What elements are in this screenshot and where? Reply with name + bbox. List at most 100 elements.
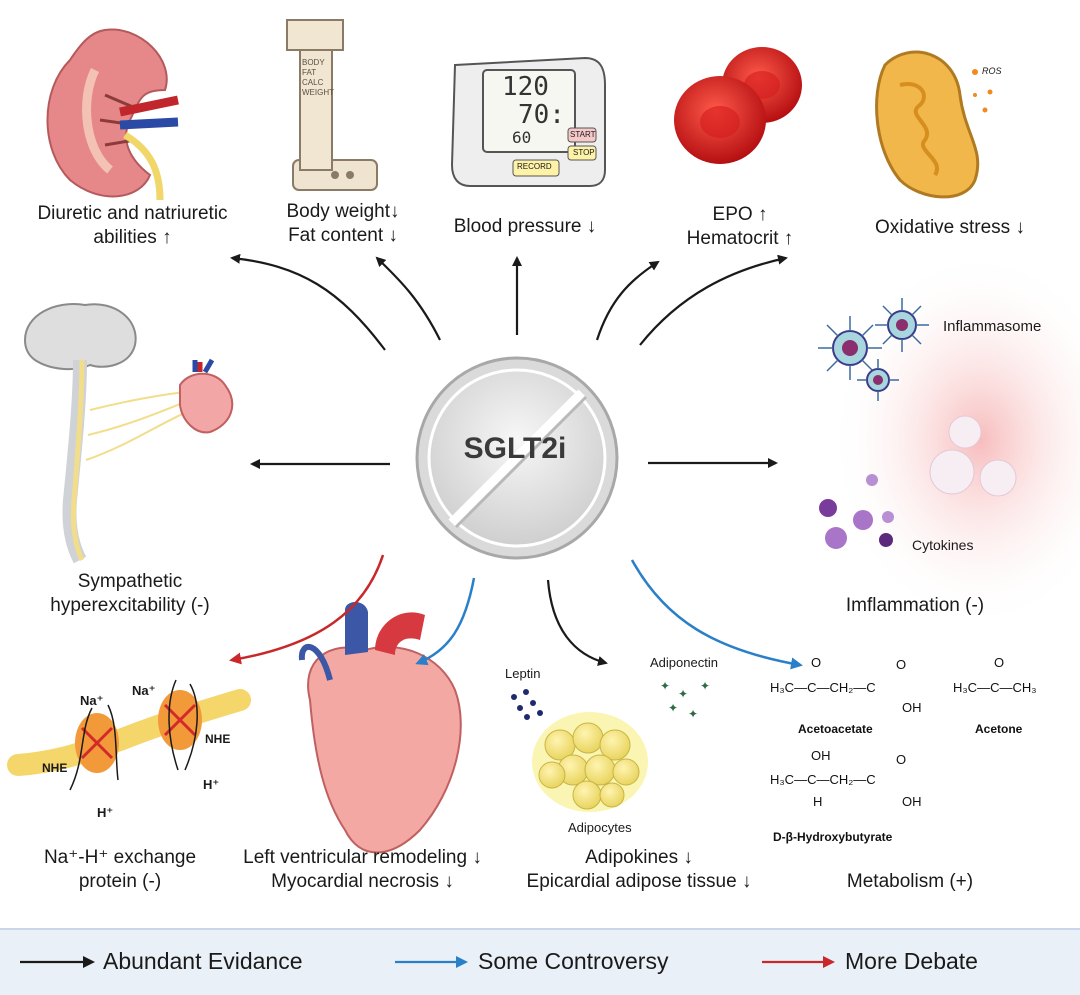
h-label-2: H⁺: [203, 777, 220, 792]
nhe-label-1: NHE: [42, 761, 68, 775]
adipocytes-label: Adipocytes: [568, 820, 632, 835]
scale-text: BODY FAT CALC WEIGHT: [302, 58, 334, 97]
bp-display-pulse: 60: [512, 128, 532, 147]
svg-text:✦: ✦: [660, 679, 670, 693]
cytokines-label: Cytokines: [912, 537, 974, 553]
hydroxybutyrate-name: D-β-Hydroxybutyrate: [773, 830, 893, 844]
leptin-label: Leptin: [505, 666, 541, 681]
label-nhe-line2: protein (-): [78, 871, 162, 892]
nhe-membrane-icon: [7, 689, 251, 776]
label-adipokines-line1: Adipokines ↓: [585, 847, 693, 868]
label-body-weight-line1: Body weight↓: [286, 201, 400, 222]
arrows: [229, 253, 803, 670]
bp-display-bottom: 70:: [518, 100, 565, 130]
ros-label: ROS: [982, 66, 1002, 76]
label-diuretic-line1: Diuretic and natriuretic: [37, 203, 228, 224]
legend: Abundant Evidance Some Controversy More …: [0, 928, 1080, 995]
hydroxybutyrate-o: O: [896, 752, 907, 767]
cytokines-icon: [819, 474, 894, 549]
na-label-1: Na⁺: [80, 693, 104, 708]
label-nhe: Na⁺-H⁺ exchange protein (-): [30, 846, 210, 894]
label-epo-line2: Hematocrit ↑: [686, 228, 794, 249]
label-metabolism: Metabolism (+): [825, 870, 995, 894]
blood-pressure-monitor-icon: [450, 56, 606, 187]
kidney-icon: [46, 28, 179, 201]
leptin-dots-icon: [511, 689, 543, 720]
nhe-transport-arrows: [69, 679, 198, 791]
arrow-diuretic: [230, 253, 386, 351]
arrow-adipokines: [546, 579, 608, 666]
legend-abundant-evidence: Abundant Evidance: [103, 948, 303, 974]
svg-text:✦: ✦: [668, 701, 678, 715]
acetoacetate-o2: O: [896, 657, 907, 672]
label-nhe-line1: Na⁺-H⁺ exchange: [43, 847, 197, 868]
label-adipokines-line2: Epicardial adipose tissue ↓: [526, 871, 752, 892]
label-metabolism-line1: Metabolism (+): [846, 871, 974, 892]
acetone-o: O: [994, 655, 1005, 670]
bp-button-start: START: [570, 130, 596, 139]
label-oxidative-line1: Oxidative stress ↓: [875, 217, 1025, 238]
legend-some-controversy: Some Controversy: [478, 948, 669, 974]
center-label: SGLT2i: [463, 432, 567, 465]
label-sympathetic-line1: Sympathetic: [77, 571, 183, 592]
arrow-epo: [595, 260, 660, 341]
legend-arrows: [20, 956, 835, 968]
hydroxybutyrate-formula: H₃C—C—CH₂—C: [770, 772, 876, 787]
label-adipokines: Adipokines ↓ Epicardial adipose tissue ↓: [508, 846, 770, 894]
brain-spinal-cord-icon: [23, 303, 193, 564]
bp-button-stop: STOP: [573, 148, 595, 157]
heart-icon: [298, 602, 462, 854]
label-diuretic-line2: abilities ↑: [93, 227, 172, 248]
inflammasome-label: Inflammasome: [943, 318, 1042, 335]
small-heart-icon: [179, 358, 234, 434]
na-label-2: Na⁺: [132, 683, 156, 698]
adipocytes-icon: [532, 712, 648, 812]
hydroxybutyrate-oh: OH: [902, 794, 922, 809]
arrow-oxidative: [639, 254, 788, 346]
acetoacetate-oh: OH: [902, 700, 922, 715]
hydroxybutyrate-h: H: [813, 794, 823, 809]
arrow-lv: [415, 577, 476, 666]
label-diuretic: Diuretic and natriuretic abilities ↑: [20, 202, 245, 250]
label-epo-line1: EPO ↑: [712, 204, 768, 225]
acetone-name: Acetone: [975, 722, 1023, 736]
svg-text:✦: ✦: [688, 707, 698, 721]
label-inflammation: Imflammation (-): [830, 594, 1000, 618]
immune-cells-icon: [929, 415, 1017, 497]
acetone-formula: H₃C—C—CH₃: [953, 680, 1037, 695]
label-epo: EPO ↑ Hematocrit ↑: [670, 203, 810, 251]
pill-icon: [415, 356, 619, 560]
arrow-metabolism: [630, 559, 803, 670]
bp-button-record: RECORD: [517, 162, 552, 171]
bp-display-top: 120: [502, 72, 549, 102]
adiponectin-stars-icon: ✦✦✦ ✦✦: [660, 679, 710, 721]
acetoacetate-o1: O: [811, 655, 822, 670]
acetoacetate-name: Acetoacetate: [798, 722, 873, 736]
label-lv-line1: Left ventricular remodeling ↓: [243, 847, 482, 868]
hydroxybutyrate-oh-top: OH: [811, 748, 831, 763]
mitochondrion-icon: [875, 50, 993, 199]
svg-text:✦: ✦: [700, 679, 710, 693]
acetoacetate-formula: H₃C—C—CH₂—C: [770, 680, 876, 695]
label-sympathetic: Sympathetic hyperexcitability (-): [40, 570, 220, 618]
nhe-label-2: NHE: [205, 732, 231, 746]
h-label-1: H⁺: [97, 805, 114, 820]
label-sympathetic-line2: hyperexcitability (-): [50, 595, 210, 616]
label-body-weight: Body weight↓ Fat content ↓: [268, 200, 418, 248]
label-body-weight-line2: Fat content ↓: [288, 225, 398, 246]
arrow-nhe: [229, 554, 385, 665]
red-blood-cells-icon: [674, 47, 802, 164]
label-blood-pressure-line1: Blood pressure ↓: [453, 216, 597, 237]
legend-more-debate: More Debate: [845, 948, 978, 974]
adiponectin-label: Adiponectin: [650, 655, 718, 670]
label-blood-pressure: Blood pressure ↓: [440, 215, 610, 239]
inflammasome-icon: [818, 298, 929, 401]
label-inflammation-line1: Imflammation (-): [845, 595, 985, 616]
arrow-body-weight: [375, 256, 441, 341]
label-lv-line2: Myocardial necrosis ↓: [271, 871, 454, 892]
svg-text:✦: ✦: [678, 687, 688, 701]
scale-icon: [286, 19, 378, 191]
label-oxidative: Oxidative stress ↓: [855, 216, 1045, 240]
label-lv: Left ventricular remodeling ↓ Myocardial…: [225, 846, 500, 894]
